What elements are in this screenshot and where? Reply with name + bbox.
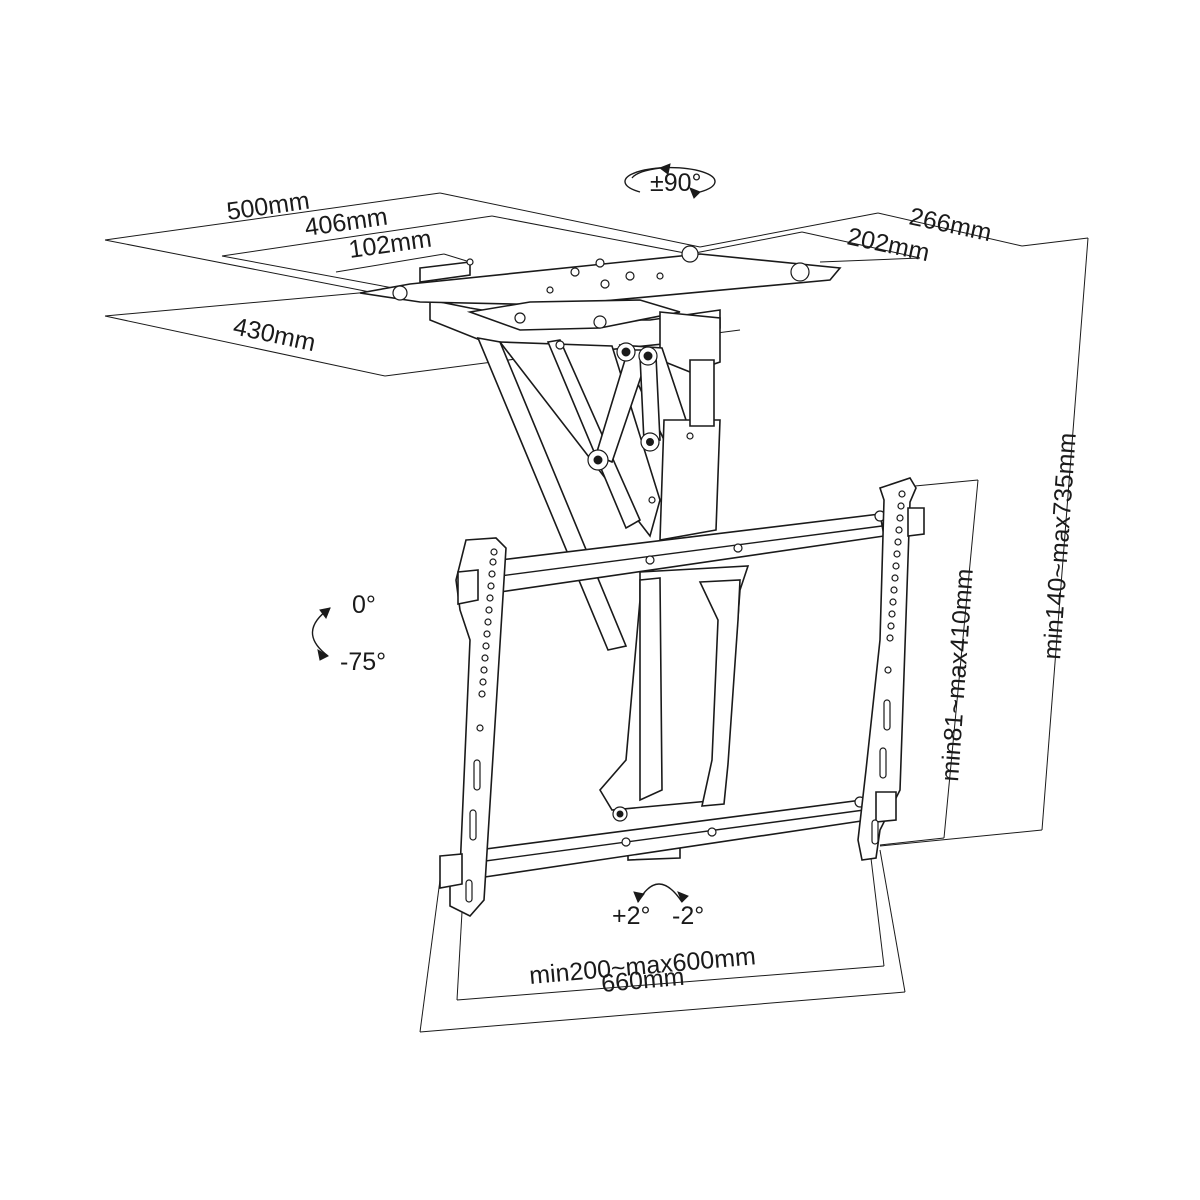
ceiling-depth-label: 430mm bbox=[231, 312, 318, 357]
tilt-bracket bbox=[599, 565, 750, 861]
plate-width-label: 660mm bbox=[600, 963, 685, 998]
swivel-indicator bbox=[633, 883, 689, 904]
tilt-bottom-label: -75° bbox=[340, 648, 386, 676]
vesa-vertical-label: min81~max410mm bbox=[936, 568, 979, 783]
dimension-lines bbox=[104, 192, 1089, 1033]
rotation-indicator bbox=[624, 163, 716, 199]
tilt-top-label: 0° bbox=[352, 591, 376, 619]
right-strap bbox=[857, 477, 925, 861]
ceiling-plate bbox=[359, 245, 842, 373]
tilt-indicator bbox=[311, 607, 331, 661]
rotation-label: ±90° bbox=[650, 169, 702, 197]
top-width-outer-label: 500mm bbox=[225, 187, 311, 226]
height-range-label: min140~max735mm bbox=[1038, 432, 1082, 661]
swivel-left-label: +2° bbox=[612, 902, 651, 930]
swivel-right-label: -2° bbox=[672, 902, 704, 930]
left-strap bbox=[439, 537, 507, 917]
